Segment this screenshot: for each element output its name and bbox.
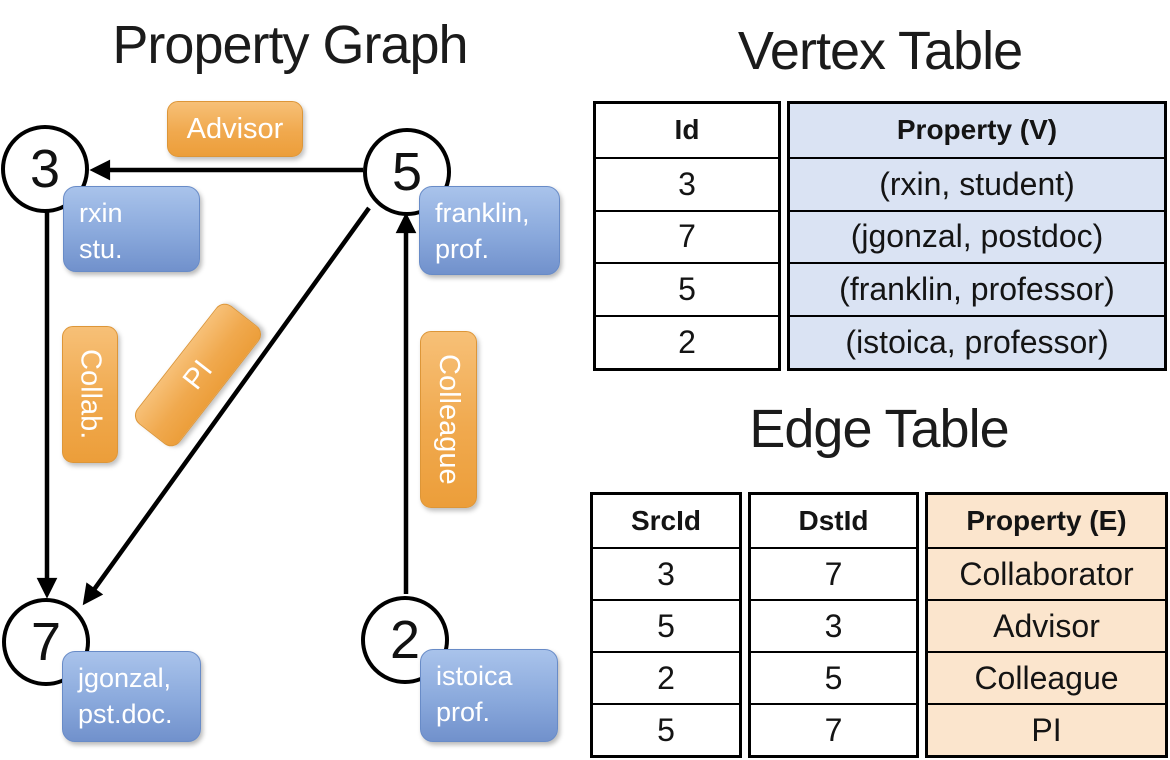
vertex-table-id-column: Id 3 7 5 2 (593, 101, 781, 371)
edge-table-srcid-cell: 2 (593, 651, 739, 703)
edge-table-header-dstid: DstId (798, 505, 869, 536)
vertex-property-box-jgonzal: jgonzal, pst.doc. (62, 651, 201, 742)
edge-label-text: Collab. (74, 349, 107, 440)
edge-table-dstid-cell: 7 (751, 547, 916, 599)
edge-label-advisor: Advisor (167, 101, 303, 157)
vertex-table-property-cell: (rxin, student) (790, 156, 1164, 210)
vertex-table-id-cell: 5 (596, 262, 778, 315)
edge-label-text: PI (176, 354, 219, 396)
graph-node-2: 2 (361, 596, 449, 684)
edge-table-dstid-cell: 3 (751, 599, 916, 651)
node-id-label: 5 (391, 142, 423, 202)
edge-table-srcid-column: SrcId 3 5 2 5 (590, 492, 742, 758)
edge-table-property-column: Property (E) Collaborator Advisor Collea… (925, 492, 1168, 758)
vertex-property-line: prof. (435, 233, 490, 264)
node-id-label: 3 (29, 139, 61, 199)
vertex-property-line: pst.doc. (78, 698, 173, 729)
graph-node-5: 5 (363, 128, 451, 216)
vertex-table-header-id: Id (674, 114, 700, 146)
node-id-label: 2 (389, 610, 421, 670)
vertex-table-id-cell: 2 (596, 315, 778, 368)
edge-table: SrcId 3 5 2 5 DstId 7 3 5 7 Property (E)… (590, 492, 1168, 758)
vertex-property-box-franklin: franklin, prof. (419, 186, 560, 275)
graph-edges-svg (36, 159, 417, 606)
vertex-table-property-cell: (istoica, professor) (790, 315, 1164, 368)
graph-title: Property Graph (112, 15, 468, 75)
edge-table-property-cell: Colleague (928, 651, 1165, 703)
edge-table-dstid-column: DstId 7 3 5 7 (748, 492, 919, 758)
edge-table-property-cell: Advisor (928, 599, 1165, 651)
edge-table-title: Edge Table (749, 399, 1009, 459)
edge-label-text: Colleague (433, 354, 465, 485)
vertex-property-line: stu. (79, 233, 123, 264)
edge-table-dstid-cell: 5 (751, 651, 916, 703)
edge-table-property-cell: Collaborator (928, 547, 1165, 599)
edge-label-colleague: Colleague (420, 331, 477, 508)
edge-table-dstid-cell: 7 (751, 703, 916, 755)
vertex-table-property-column: Property (V) (rxin, student) (jgonzal, p… (787, 101, 1167, 371)
vertex-table: Id 3 7 5 2 Property (V) (rxin, student) … (593, 101, 1167, 371)
vertex-property-line: franklin, (435, 198, 530, 228)
vertex-property-line: istoica (436, 661, 513, 691)
edge-table-header-property: Property (E) (966, 505, 1127, 536)
graph-pane: Property Graph 3 5 7 2 rxin stu. (0, 0, 580, 760)
vertex-property-line: rxin (79, 198, 123, 228)
edge-table-property-cell: PI (928, 703, 1165, 755)
node-id-label: 7 (30, 612, 62, 672)
edge-table-srcid-cell: 5 (593, 599, 739, 651)
edge-pi-arrow (82, 206, 371, 606)
vertex-table-property-cell: (jgonzal, postdoc) (790, 209, 1164, 263)
vertex-table-id-cell: 7 (596, 209, 778, 263)
vertex-table-id-cell: 3 (596, 156, 778, 210)
edge-label-collaborator: Collab. (62, 326, 118, 463)
vertex-table-header-property: Property (V) (896, 114, 1058, 146)
vertex-property-box-istoica: istoica prof. (420, 649, 558, 742)
vertex-property-line: jgonzal, (78, 663, 172, 693)
edge-table-srcid-cell: 5 (593, 703, 739, 755)
vertex-property-line: prof. (436, 696, 491, 727)
edge-table-srcid-cell: 3 (593, 547, 739, 599)
edge-table-header-srcid: SrcId (630, 505, 702, 536)
vertex-table-title: Vertex Table (737, 21, 1023, 81)
edge-label-text: Advisor (186, 112, 284, 145)
vertex-table-property-cell: (franklin, professor) (790, 262, 1164, 315)
vertex-property-box-rxin: rxin stu. (63, 186, 200, 272)
